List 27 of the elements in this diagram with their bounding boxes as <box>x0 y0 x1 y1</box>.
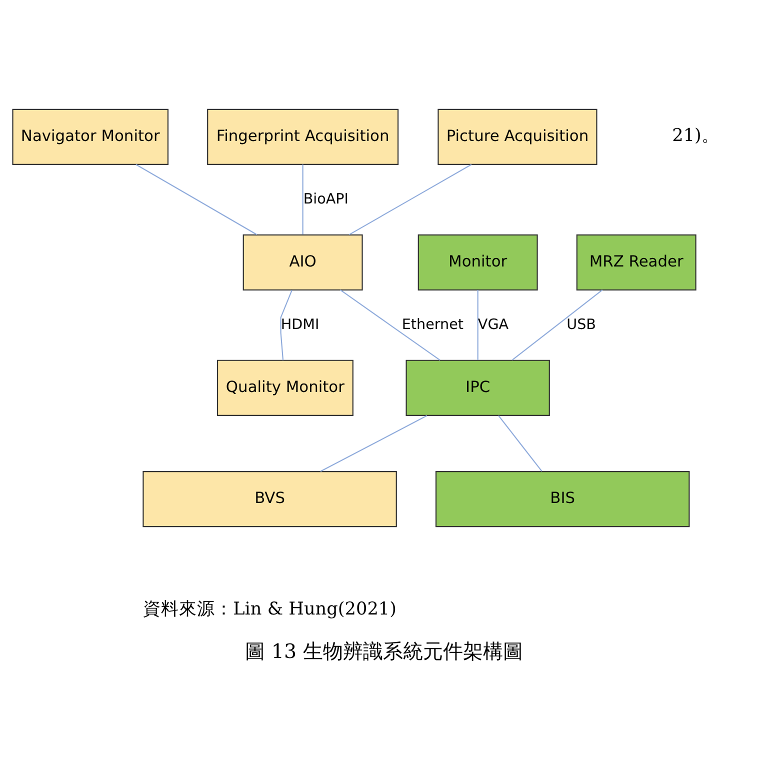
connector <box>320 414 428 472</box>
connector <box>512 289 603 360</box>
node-box: BIS <box>435 470 690 527</box>
node-box: Navigator Monitor <box>12 108 169 164</box>
node-box: Picture Acquisition <box>438 108 598 164</box>
edge-label: HDMI <box>280 316 320 332</box>
edge-label: BioAPI <box>303 190 349 207</box>
node-box: AIO <box>242 234 363 290</box>
connector <box>136 164 258 235</box>
connector <box>498 414 542 472</box>
connector <box>280 289 292 360</box>
node-box: Fingerprint Acquisition <box>207 108 399 164</box>
caption: 圖 13 生物辨識系統元件架構圖 <box>245 640 523 663</box>
node-box: Monitor <box>418 234 538 290</box>
node-box: BVS <box>142 470 397 527</box>
label: 21)。 <box>672 126 720 146</box>
edge-label: USB <box>566 316 596 332</box>
connector <box>302 164 304 234</box>
node-box: Quality Monitor <box>216 359 354 416</box>
node-box: IPC <box>406 359 550 416</box>
node-box: MRZ Reader <box>576 234 696 290</box>
connector <box>348 164 472 235</box>
edge-label: VGA <box>478 316 509 332</box>
edge-label: Ethernet <box>402 316 464 332</box>
connector <box>477 289 478 360</box>
label: 資料來源：Lin & Hung(2021) <box>143 598 396 619</box>
connector <box>340 289 440 360</box>
